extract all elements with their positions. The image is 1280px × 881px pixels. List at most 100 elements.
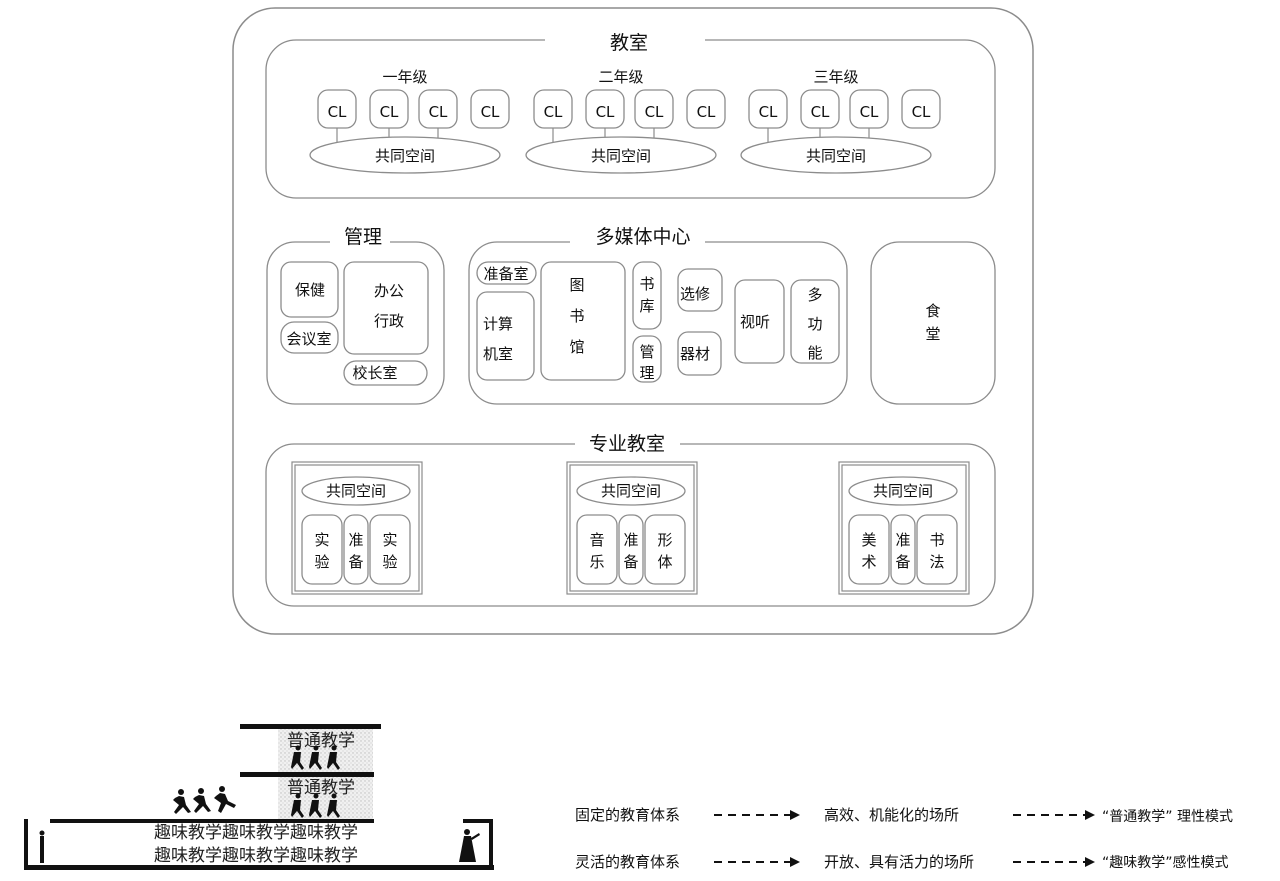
classroom-cl	[317, 89, 357, 129]
classroom-cl	[849, 89, 889, 129]
library-char-1: 图	[569, 276, 584, 294]
special-room-char: 准	[348, 531, 363, 549]
media-center-block: 多媒体中心 准备室 计算 机室 图 书 馆 书 库 管 理 选修 器材 视听 多…	[468, 226, 848, 405]
middle-slab	[240, 772, 374, 777]
shared-space	[525, 136, 717, 174]
upper-floor-label: 普通教学	[287, 731, 355, 751]
computer-room	[476, 291, 535, 381]
elective-room-label: 选修	[680, 285, 710, 303]
special-room-char: 备	[623, 553, 638, 571]
special-room-char: 乐	[589, 553, 604, 571]
classroom-cl-label: CL	[860, 103, 879, 121]
legend-1-system: 固定的教育体系	[575, 806, 680, 824]
office-label-1: 办公	[374, 282, 404, 300]
prep-room-label: 准备室	[483, 265, 528, 283]
health-room	[280, 261, 339, 318]
special-room-char: 体	[657, 553, 672, 571]
multi-char-2: 功	[807, 315, 822, 333]
classroom-cl	[369, 89, 409, 129]
stacks-char-1: 书	[639, 275, 654, 293]
management-title: 管理	[344, 226, 382, 248]
classroom-cl-label: CL	[481, 103, 500, 121]
classroom-cl-label: CL	[912, 103, 931, 121]
legend-1-place: 高效、机能化的场所	[824, 806, 959, 824]
special-room	[848, 514, 890, 585]
multi-char-1: 多	[807, 286, 822, 304]
special-room-char: 备	[348, 553, 363, 571]
computer-room-label-1: 计算	[483, 315, 513, 333]
special-room	[644, 514, 686, 585]
special-room-char: 准	[895, 531, 910, 549]
classroom-cl	[533, 89, 573, 129]
manage-char-2: 理	[639, 364, 654, 382]
library-char-3: 馆	[569, 338, 584, 356]
special-shared-space-label: 共同空间	[601, 482, 661, 500]
special-room-char: 准	[623, 531, 638, 549]
shared-space-label: 共同空间	[806, 147, 866, 165]
ground-floor-label-1: 趣味教学趣味教学趣味教学	[154, 823, 358, 843]
principal-room-label: 校长室	[352, 364, 397, 382]
special-room-char: 实	[314, 531, 329, 549]
standing-figure-right	[459, 829, 480, 862]
classroom-cl	[585, 89, 625, 129]
classroom-cl-label: CL	[811, 103, 830, 121]
grade-label: 三年级	[813, 68, 858, 86]
base-slab	[24, 865, 494, 870]
classroom-title: 教室	[610, 32, 648, 54]
grade-label: 一年级	[382, 68, 427, 86]
shared-space-label: 共同空间	[375, 147, 435, 165]
shared-space	[740, 136, 932, 174]
meeting-room-label: 会议室	[286, 330, 331, 348]
legend-2-system: 灵活的教育体系	[575, 853, 680, 871]
stacks-room	[632, 261, 662, 330]
special-classroom-title: 专业教室	[589, 433, 665, 455]
running-figures	[173, 786, 236, 814]
special-room-char: 形	[657, 531, 672, 549]
legend-1-mode: “普通教学” 理性模式	[1102, 809, 1233, 825]
meeting-room	[280, 321, 339, 354]
middle-floor-label: 普通教学	[287, 778, 355, 798]
special-room	[301, 514, 343, 585]
grade-label: 二年级	[598, 68, 643, 86]
shared-space-label: 共同空间	[591, 147, 651, 165]
media-center-title: 多媒体中心	[595, 226, 690, 248]
seated-students-middle	[291, 793, 340, 818]
standing-figure-left	[39, 830, 45, 863]
equipment-room-label: 器材	[680, 345, 710, 363]
av-room-label: 视听	[740, 313, 770, 331]
special-room-char: 术	[861, 553, 876, 571]
roof-slab	[240, 724, 381, 729]
special-room	[343, 514, 369, 585]
elective-room	[677, 268, 723, 312]
special-room-char: 实	[382, 531, 397, 549]
classroom-cl-label: CL	[380, 103, 399, 121]
special-shared-space	[848, 476, 958, 506]
ground-slab	[50, 819, 374, 823]
office-room	[343, 261, 429, 355]
special-shared-space	[576, 476, 686, 506]
manage-char-1: 管	[639, 343, 654, 361]
library-manage-room	[632, 335, 662, 383]
classroom-cl-label: CL	[328, 103, 347, 121]
classroom-cl-label: CL	[759, 103, 778, 121]
health-room-label: 保健	[295, 281, 325, 299]
special-room	[369, 514, 411, 585]
classroom-cl-label: CL	[596, 103, 615, 121]
special-room	[916, 514, 958, 585]
ground-floor-label-2: 趣味教学趣味教学趣味教学	[154, 846, 358, 866]
special-shared-space	[301, 476, 411, 506]
special-room	[890, 514, 916, 585]
classroom-cl	[800, 89, 840, 129]
principal-room	[343, 360, 428, 386]
legend: 固定的教育体系 高效、机能化的场所 “普通教学” 理性模式 灵活的教育体系 开放…	[575, 806, 1233, 871]
prep-room	[476, 261, 537, 285]
classroom-cl-label: CL	[697, 103, 716, 121]
special-room-char: 验	[314, 553, 329, 571]
classroom-cl-label: CL	[544, 103, 563, 121]
library-char-2: 书	[569, 307, 584, 325]
